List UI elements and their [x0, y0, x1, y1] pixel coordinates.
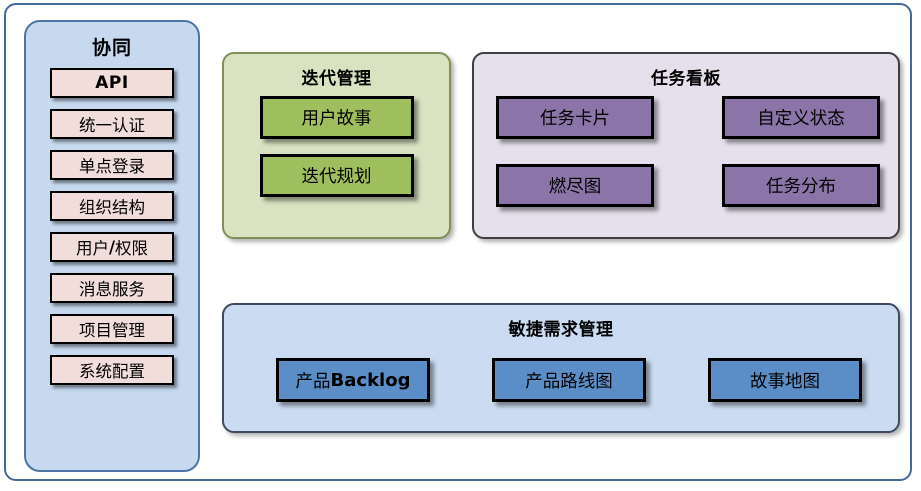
sidebar-item-label-separator: / [108, 237, 116, 257]
sidebar-item-single-sign-on[interactable]: 单点登录 [50, 150, 174, 180]
taskboard-item-label: 任务卡片 [540, 108, 610, 128]
iteration-item-label: 迭代规划 [301, 166, 372, 186]
iteration-item-user-story[interactable]: 用户故事 [259, 96, 414, 139]
sidebar-item-label-prefix: 用户 [75, 239, 109, 258]
sidebar-item-project-management[interactable]: 项目管理 [50, 314, 174, 344]
agile-item-label: 故事地图 [750, 370, 820, 391]
sidebar-item-org-structure[interactable]: 组织结构 [50, 191, 174, 221]
taskboard-item-label: 燃尽图 [548, 176, 602, 196]
sidebar-item-label: 单点登录 [79, 157, 145, 176]
agile-item-label: 产品路线图 [525, 370, 613, 391]
agile-item-story-map[interactable]: 故事地图 [708, 358, 862, 402]
taskboard-item-grid: 任务卡片 自定义状态 燃尽图 任务分布 [496, 96, 880, 207]
panel-title-task-board: 任务看板 [651, 69, 721, 89]
sidebar-item-list: API 统一认证 单点登录 组织结构 用户/权限 消息服务 项目管理 系统配置 [26, 68, 198, 396]
iteration-item-list: 用户故事 迭代规划 [224, 96, 449, 212]
taskboard-item-task-distribution[interactable]: 任务分布 [722, 164, 880, 207]
taskboard-item-custom-status[interactable]: 自定义状态 [722, 96, 880, 139]
sidebar-item-label-suffix: 权限 [115, 239, 149, 258]
agile-item-label-bold: Backlog [330, 369, 411, 391]
panel-iteration-management: 迭代管理 用户故事 迭代规划 [222, 52, 451, 239]
panel-task-board: 任务看板 任务卡片 自定义状态 燃尽图 任务分布 [472, 52, 900, 239]
sidebar-item-api[interactable]: API [50, 68, 174, 98]
taskboard-item-label: 自定义状态 [757, 108, 845, 128]
diagram-frame: 协同 API 统一认证 单点登录 组织结构 用户/权限 消息服务 项目管理 [4, 3, 912, 481]
sidebar-item-label: 系统配置 [79, 362, 145, 381]
panel-title-iteration-management: 迭代管理 [301, 69, 372, 89]
sidebar-panel-collaboration: 协同 API 统一认证 单点登录 组织结构 用户/权限 消息服务 项目管理 [24, 20, 200, 472]
panel-title-agile-requirements: 敏捷需求管理 [508, 320, 614, 340]
sidebar-item-label: API [95, 73, 129, 93]
taskboard-item-task-card[interactable]: 任务卡片 [496, 96, 654, 139]
sidebar-item-user-permission[interactable]: 用户/权限 [50, 232, 174, 262]
sidebar-item-label: 项目管理 [79, 321, 145, 340]
sidebar-item-label: 消息服务 [79, 280, 145, 299]
sidebar-item-message-service[interactable]: 消息服务 [50, 273, 174, 303]
sidebar-item-label: 统一认证 [79, 116, 145, 135]
sidebar-title: 协同 [91, 37, 132, 59]
sidebar-item-unified-auth[interactable]: 统一认证 [50, 109, 174, 139]
sidebar-item-label: 组织结构 [79, 198, 145, 217]
iteration-item-label: 用户故事 [301, 108, 372, 128]
agile-item-product-roadmap[interactable]: 产品路线图 [492, 358, 646, 402]
agile-item-label-prefix: 产品 [295, 370, 331, 391]
taskboard-item-label: 任务分布 [766, 176, 836, 196]
taskboard-item-burndown-chart[interactable]: 燃尽图 [496, 164, 654, 207]
sidebar-item-system-config[interactable]: 系统配置 [50, 355, 174, 385]
iteration-item-iteration-planning[interactable]: 迭代规划 [259, 154, 414, 197]
